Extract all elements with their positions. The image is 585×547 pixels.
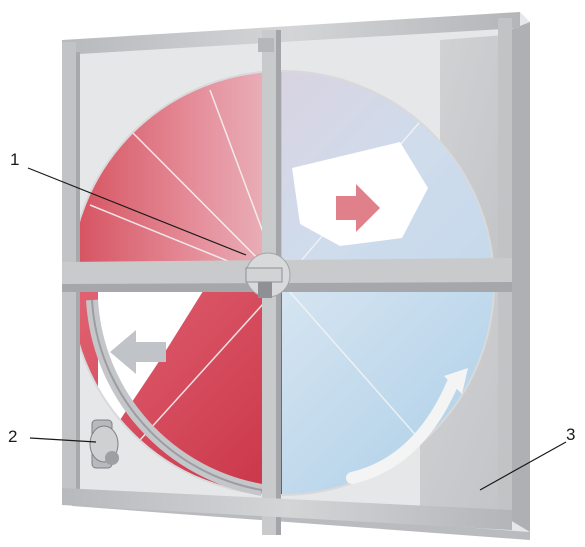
hub <box>246 253 290 298</box>
callout-label-3: 3 <box>566 425 575 445</box>
callout-label-2: 2 <box>8 427 17 447</box>
callout-label-1: 1 <box>10 150 19 170</box>
